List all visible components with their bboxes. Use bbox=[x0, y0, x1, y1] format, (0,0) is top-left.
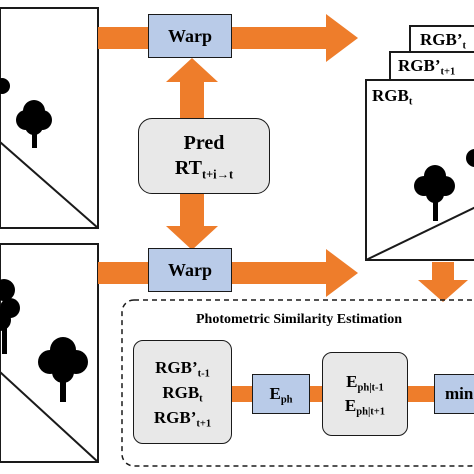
arrows bbox=[98, 14, 468, 402]
tree-icon bbox=[414, 165, 455, 221]
min-label: min bbox=[445, 384, 474, 403]
pred-label: Pred bbox=[183, 132, 225, 154]
tree-icon bbox=[16, 100, 52, 148]
stack-frame-front bbox=[365, 79, 474, 261]
arrow-stack-down bbox=[432, 262, 454, 282]
rt-label: RTt+i→t bbox=[174, 157, 234, 182]
warp-box-bottom: Warp bbox=[148, 248, 232, 292]
slope-line bbox=[0, 371, 99, 463]
input-rgb-next: RGB’t+1 bbox=[153, 407, 212, 430]
stack-back-label: RGB’t bbox=[420, 30, 467, 52]
arrow-warp-to-stack bbox=[232, 27, 328, 49]
arrow-pred-down bbox=[180, 194, 204, 228]
tree-icon bbox=[38, 337, 88, 402]
warp-label: Warp bbox=[167, 25, 212, 46]
bush-icon bbox=[466, 149, 474, 167]
connector-inputs-eph bbox=[232, 386, 252, 402]
arrow-frame-to-warp-bottom bbox=[98, 262, 148, 284]
arrow-warp-bottom-right bbox=[232, 262, 328, 284]
bush-icon bbox=[0, 78, 10, 94]
arrow-head-right bbox=[326, 14, 358, 62]
warp-label: Warp bbox=[167, 259, 212, 280]
eph-label: Eph bbox=[269, 384, 293, 406]
arrow-pred-up bbox=[180, 80, 204, 118]
input-rgb-current: RGBt bbox=[162, 382, 203, 405]
connector-eph-split bbox=[310, 386, 324, 402]
stack-front-label: RGBt bbox=[372, 86, 413, 108]
min-box: min bbox=[434, 374, 474, 414]
slope-line bbox=[365, 206, 474, 261]
slope-line bbox=[0, 141, 99, 229]
warp-box-top: Warp bbox=[148, 14, 232, 58]
eph-split-box: Eph|t-1 Eph|t+1 bbox=[322, 352, 408, 436]
rgb-stack bbox=[365, 25, 474, 261]
pse-inputs-box: RGB’t-1 RGBt RGB’t+1 bbox=[133, 340, 232, 444]
pse-title: Photometric Similarity Estimation bbox=[196, 312, 403, 327]
arrow-head-right bbox=[326, 249, 358, 297]
eph-split-prev: Eph|t-1 bbox=[346, 372, 384, 394]
eph-split-next: Eph|t+1 bbox=[344, 396, 386, 418]
input-rgb-prev: RGB’t-1 bbox=[155, 357, 210, 380]
stack-mid-label: RGB’t+1 bbox=[398, 56, 456, 78]
bush-icon bbox=[0, 279, 20, 354]
connector-split-min bbox=[408, 386, 434, 402]
arrow-frame-to-warp-top bbox=[98, 27, 148, 49]
pred-box: Pred RTt+i→t bbox=[138, 118, 270, 194]
eph-box: Eph bbox=[252, 374, 310, 414]
